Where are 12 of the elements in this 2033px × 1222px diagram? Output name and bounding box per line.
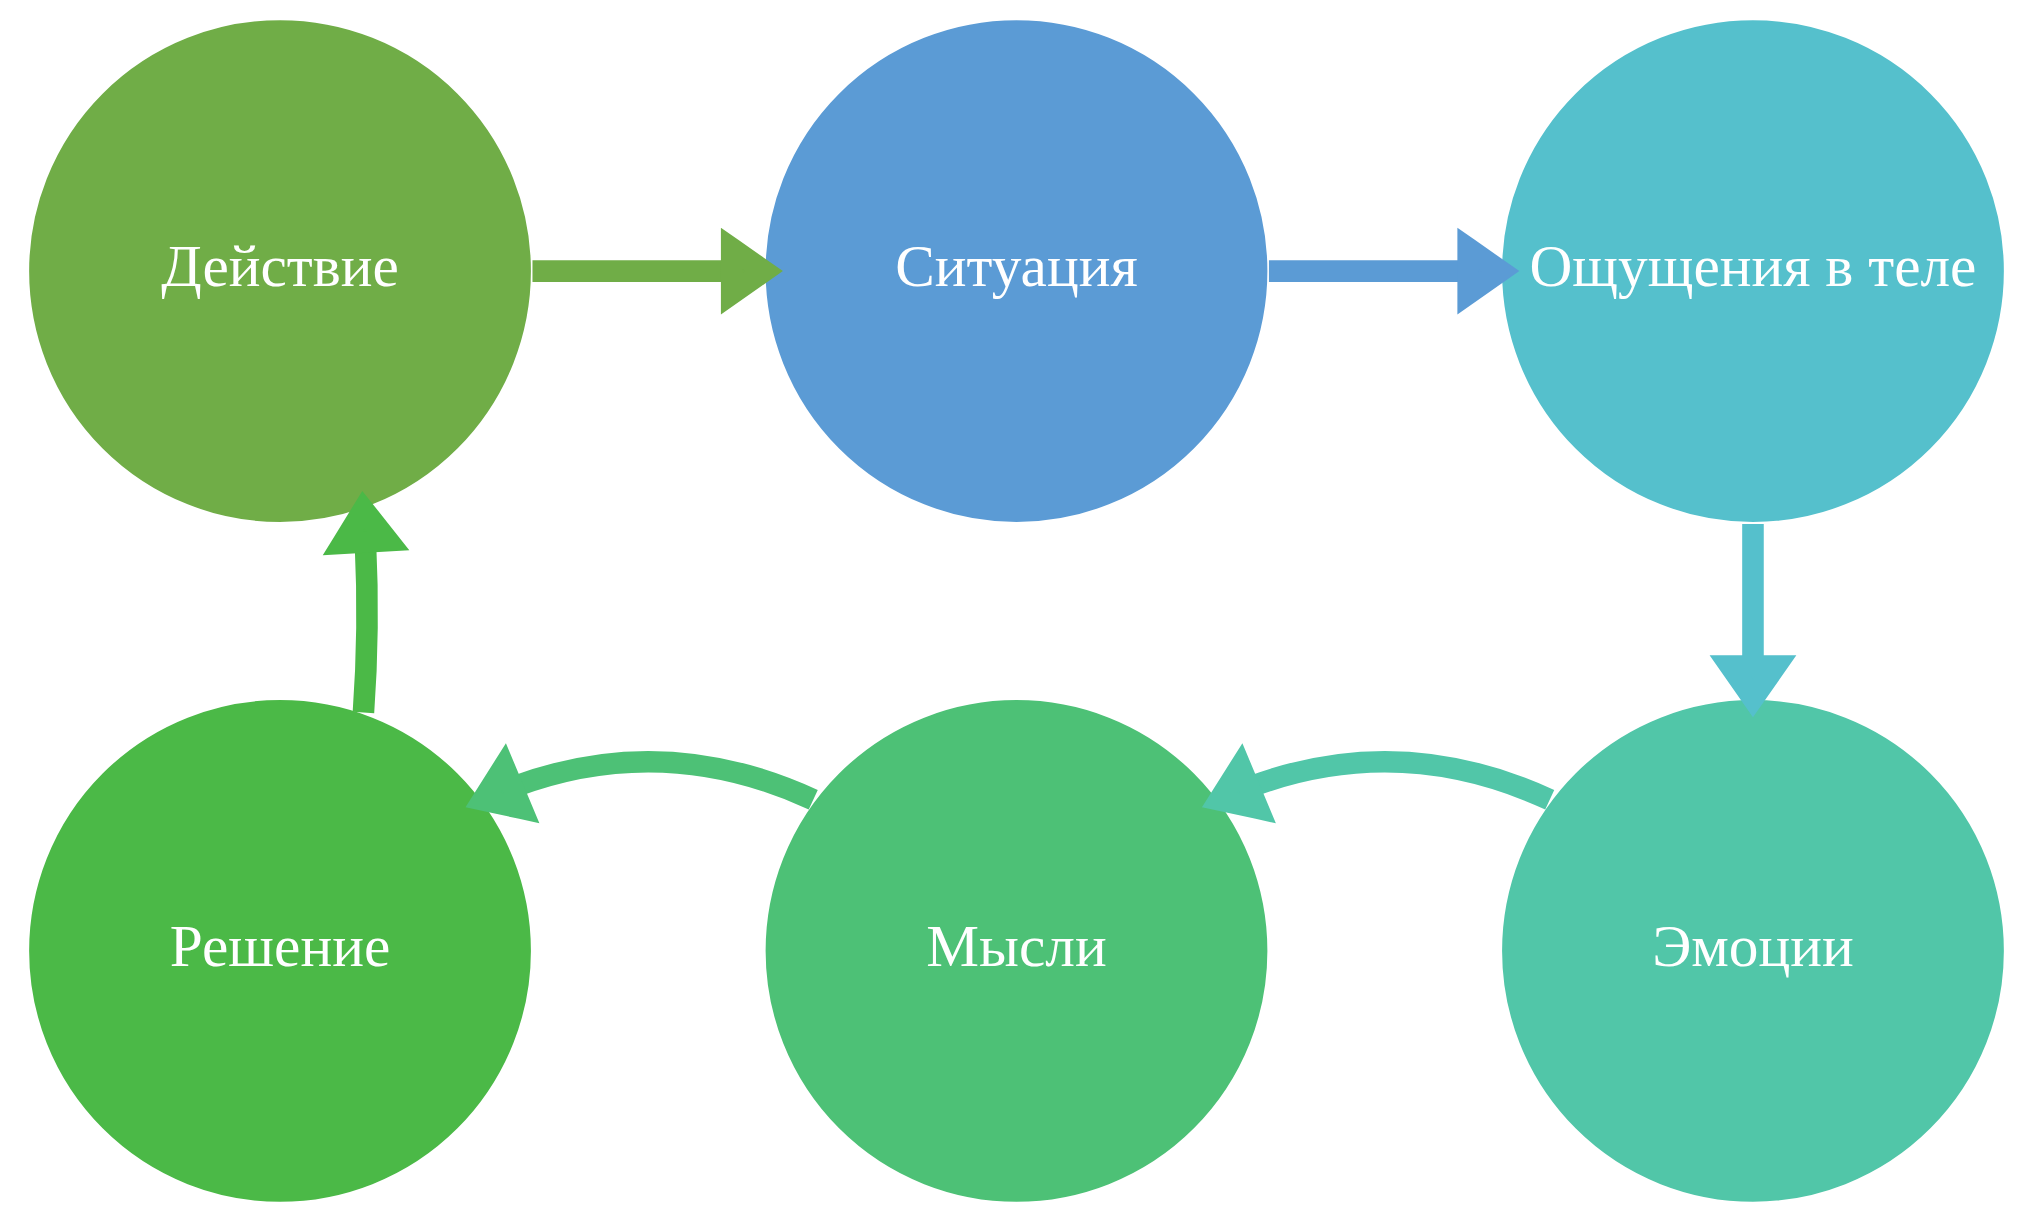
arrow <box>532 227 783 315</box>
arrow <box>465 743 818 824</box>
node-circle: Ситуация <box>762 17 1271 525</box>
arrow <box>322 490 410 714</box>
node-circle: Эмоции <box>1499 697 2007 1205</box>
arrow <box>1201 743 1554 824</box>
node-circle: Ощущения в теле <box>1499 17 2007 525</box>
node-circle: Мысли <box>762 697 1271 1205</box>
node-circle: Решение <box>26 697 534 1205</box>
arrow <box>1709 523 1797 718</box>
arrow <box>1268 227 1520 315</box>
node-circle: Действие <box>26 17 534 525</box>
